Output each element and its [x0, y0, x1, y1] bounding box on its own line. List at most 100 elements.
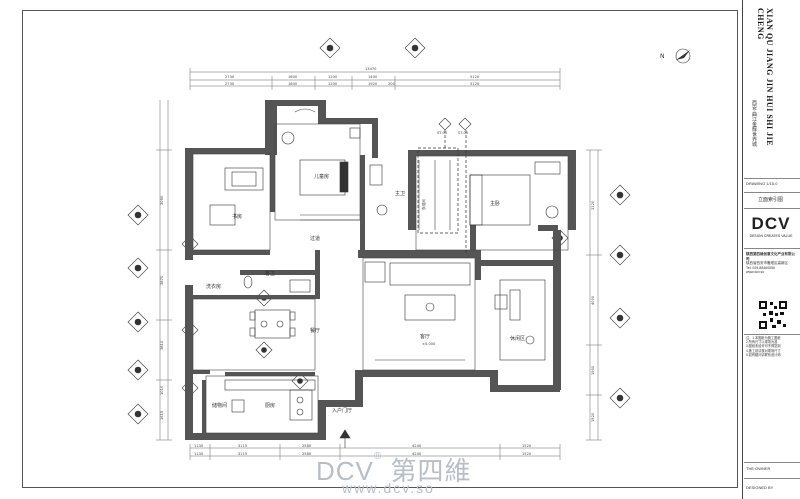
master-bed [469, 161, 561, 226]
dim-bot-2: 3115 [238, 444, 247, 448]
dim-bot-b1: 1130 [194, 452, 204, 456]
dim-right-4: 1520 [591, 412, 595, 422]
dim-bot-1: 1130 [194, 444, 204, 448]
axis-marker-right-4 [609, 387, 631, 409]
note-1: 注：1.本图纸为施工图纸 [746, 336, 781, 340]
brand-logo: DCV [751, 214, 791, 233]
dim-top-b6: 5120 [470, 82, 480, 86]
dim-right-1: 3120 [591, 200, 595, 210]
axis-marker-mid-1 [255, 341, 273, 359]
tb-divider-7 [744, 478, 800, 479]
dim-left-4: 1010 [160, 385, 164, 395]
dim-bot-b4: 4240 [412, 452, 422, 456]
axis-marker-mid-7 [438, 117, 452, 131]
north-label: N [660, 53, 665, 60]
dim-top-b3: 1200 [328, 82, 338, 86]
furniture [209, 108, 561, 448]
dim-top-5: 5120 [470, 75, 480, 79]
index-tag-a: ST-03 [437, 131, 447, 135]
company-line-3: www.dcv.so [746, 270, 765, 274]
axis-marker-left-1 [127, 204, 149, 226]
company-info: 陕西第四维创意文化产业有限公司 陕西省西安市雁塔区高新区 Tel: 029-88… [746, 252, 798, 275]
room-label-study: 书房 [232, 213, 242, 220]
room-label-closet: 衣帽间 [421, 199, 426, 210]
axis-markers [127, 37, 631, 425]
dim-left-5: 1615 [160, 411, 164, 420]
designed-label: DESIGNED BY [746, 485, 774, 490]
left-dimensions [156, 100, 172, 441]
drawing-name: 立面索引图 [758, 197, 784, 203]
dim-top-overall: 13470 [365, 67, 377, 71]
dim-bot-b2: 3115 [238, 452, 247, 456]
room-labels: 书房 儿童房 主卫 主卧 过道 客卫 洗衣房 餐厅 客厅 ±0.000 休闲区 … [206, 173, 525, 414]
company-line-1: 陕西省西安市雁塔区高新区 [746, 261, 788, 265]
owner-label: THE OWNER [746, 466, 771, 471]
index-tag-b: ST-04 [458, 131, 469, 135]
bottom-dimensions [189, 444, 561, 460]
kids-bath-fixtures [281, 108, 361, 145]
axis-marker-left-3 [127, 311, 149, 333]
axis-marker-left-2 [127, 257, 149, 279]
room-label-storage: 储物间 [212, 402, 227, 409]
title-block [742, 0, 800, 499]
watermark-url: www.dcv.so [342, 480, 435, 496]
right-dimensions [586, 149, 602, 441]
axis-marker-right-1 [609, 184, 631, 206]
room-label-laundry: 洗衣房 [206, 283, 221, 290]
project-title-pinyin: XIAN QU JIANG JIN HUI SHI JIE CHENG [756, 8, 774, 147]
room-label-living: 客厅 [420, 333, 430, 340]
room-label-master: 主卧 [490, 200, 500, 207]
guest-bath-fixtures [243, 275, 311, 293]
thin-lines [192, 123, 569, 434]
axis-marker-right-3 [609, 307, 631, 329]
dim-bot-5: 1520 [522, 444, 532, 448]
tb-divider-4 [744, 248, 800, 249]
tb-divider-1 [744, 178, 800, 179]
dim-bot-4: 4240 [412, 444, 422, 448]
plan-frame [22, 10, 738, 488]
note-5: 5.如有疑问请联系设计师 [746, 352, 781, 357]
dim-bot-3: 2580 [302, 444, 312, 448]
note-4: 4.施工前请核对现场尺寸 [746, 348, 781, 353]
tb-divider-3 [744, 208, 800, 209]
axis-marker-top-1 [319, 37, 341, 59]
north-arrow: N [660, 48, 691, 64]
dim-top-4: 1400 [368, 75, 378, 79]
dim-left-2: 3870 [160, 275, 164, 285]
room-label-entrance: 入户门厅 [332, 407, 352, 414]
living-level: ±0.000 [422, 342, 436, 346]
dim-right-2: 4000 [591, 295, 595, 305]
company-line-2: Tel: 029-88460056 [746, 265, 775, 270]
tb-divider-5 [744, 334, 800, 335]
axis-marker-mid-8 [458, 117, 472, 131]
watermark-logo: DCV® 第四維 [316, 451, 472, 486]
kids-bed [299, 159, 349, 196]
entrance-arrow [339, 429, 351, 448]
axis-marker-top-2 [404, 37, 426, 59]
dining-table [249, 309, 296, 339]
room-label-dining: 餐厅 [310, 327, 320, 334]
dim-top-b4: 1920 [368, 82, 378, 86]
room-label-corridor: 过道 [310, 235, 320, 242]
walls [185, 100, 576, 440]
dim-left-1: 3060 [160, 195, 164, 205]
company-name: 陕西第四维创意文化产业有限公司 [746, 252, 795, 261]
watermark-logo-cn: 第四維 [390, 456, 472, 486]
project-title-cn: 西安·曲江金辉世界城 [751, 100, 757, 147]
room-label-kitchen: 厨房 [265, 402, 275, 409]
top-dimensions [189, 68, 561, 90]
leisure-desk [499, 279, 546, 361]
study-desk [209, 167, 264, 226]
room-label-bath2: 客卫 [265, 270, 275, 277]
dim-right-3: 1900 [591, 365, 595, 375]
qr-code [758, 300, 788, 330]
note-3: 3.图纸未经许可不得复制 [746, 344, 781, 349]
dim-top-2: 1800 [288, 75, 298, 79]
dim-bot-b3: 2580 [302, 452, 312, 456]
dim-top-1: 2730 [225, 75, 235, 79]
index-boxes [417, 130, 467, 255]
watermark-logo-text: DCV [316, 456, 374, 486]
room-label-kids: 儿童房 [314, 173, 329, 180]
room-label-leisure: 休闲区 [510, 335, 525, 342]
